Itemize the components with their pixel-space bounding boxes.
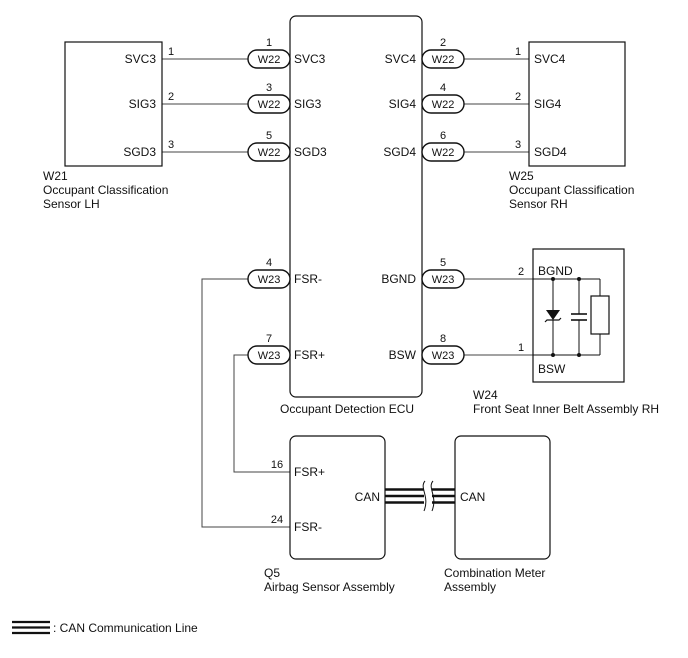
connector-pin: 1	[266, 37, 272, 49]
meter-name-line1: Combination Meter	[444, 566, 545, 580]
connector-pin: 2	[440, 37, 446, 49]
sensor-lh-name-line1: Occupant Classification	[43, 183, 168, 197]
airbag-sensor-assembly: FSR+ FSR- CAN 16 24 Q5 Airbag Sensor Ass…	[264, 435, 395, 594]
connector-pin: 6	[440, 130, 446, 142]
legend: : CAN Communication Line	[12, 620, 198, 635]
can-line	[385, 480, 455, 512]
sensor-lh-terminal-sig3: SIG3	[129, 97, 157, 111]
belt-pin-bgnd: 2	[518, 266, 524, 278]
connector-sig3: W22 3	[247, 82, 291, 114]
ecu-terminal-svc4: SVC4	[385, 52, 417, 66]
occupant-classification-sensor-lh: SVC3 SIG3 SGD3 1 2 3 W21 Occupant Classi…	[43, 41, 174, 211]
connector-sgd4: W22 6	[421, 130, 465, 162]
connector-pin: 5	[266, 130, 272, 142]
can-break-mark-right	[430, 480, 435, 512]
connector-pin: 4	[440, 82, 446, 94]
connector-id: W22	[258, 147, 281, 159]
connector-svc3: W22 1	[247, 37, 291, 69]
zener-diode-icon	[546, 310, 560, 320]
ecu-terminal-sgd3: SGD3	[294, 145, 327, 159]
belt-terminal-bsw: BSW	[538, 362, 566, 376]
legend-text: : CAN Communication Line	[53, 621, 198, 635]
ecu-terminal-fsr-plus: FSR+	[294, 348, 325, 362]
connector-pin: 8	[440, 333, 446, 345]
ecu-terminal-sgd4: SGD4	[383, 145, 416, 159]
ecu-name: Occupant Detection ECU	[280, 402, 414, 416]
sensor-rh-terminal-svc4: SVC4	[534, 52, 566, 66]
sensor-rh-code: W25	[509, 169, 534, 183]
connector-id: W22	[432, 54, 455, 66]
meter-name-line2: Assembly	[444, 580, 496, 594]
resistor-icon	[590, 295, 610, 335]
wires	[162, 58, 533, 528]
combination-meter-assembly: CAN Combination Meter Assembly	[444, 435, 551, 594]
sensor-rh-pin-svc4: 1	[515, 46, 521, 58]
sensor-rh-pin-sgd4: 3	[515, 139, 521, 151]
connector-pin: 5	[440, 257, 446, 269]
meter-terminal-can: CAN	[460, 490, 485, 504]
connector-pin: 4	[266, 257, 272, 269]
front-seat-inner-belt-assembly-rh: BGND BSW 2 1 W24 Front Seat Inner Belt A…	[473, 248, 659, 416]
connector-fsr-plus: W23 7	[247, 333, 291, 365]
sensor-lh-pin-sig3: 2	[168, 91, 174, 103]
connector-fsr-minus: W23 4	[247, 257, 291, 289]
sensor-rh-pin-sig4: 2	[515, 91, 521, 103]
occupant-detection-ecu: SVC3 SIG3 SGD3 FSR- FSR+ SVC4 SIG4 SGD4 …	[280, 15, 423, 416]
sensor-rh-name-line2: Sensor RH	[509, 197, 568, 211]
wire-fsr-minus	[201, 278, 290, 528]
ecu-terminal-sig4: SIG4	[389, 97, 417, 111]
sensor-rh-name-line1: Occupant Classification	[509, 183, 634, 197]
sensor-rh-terminal-sgd4: SGD4	[534, 145, 567, 159]
connector-id: W22	[432, 147, 455, 159]
wire-fsr-plus	[233, 354, 290, 473]
connector-id: W23	[432, 274, 455, 286]
connector-pin: 3	[266, 82, 272, 94]
belt-internal-circuit	[533, 277, 610, 357]
airbag-code: Q5	[264, 566, 280, 580]
airbag-terminal-can: CAN	[355, 490, 380, 504]
connector-bsw: W23 8	[421, 333, 465, 365]
sensor-lh-terminal-svc3: SVC3	[125, 52, 157, 66]
airbag-pin-fsr-minus: 24	[271, 514, 283, 526]
belt-pin-bsw: 1	[518, 342, 524, 354]
connector-id: W23	[432, 350, 455, 362]
connector-id: W23	[258, 350, 281, 362]
ecu-terminal-sig3: SIG3	[294, 97, 322, 111]
connectors: W22 1 W22 3 W22 5 W23 4 W23 7 W22 2	[247, 37, 465, 365]
can-break-mark-left	[422, 480, 427, 512]
belt-code: W24	[473, 388, 498, 402]
airbag-name: Airbag Sensor Assembly	[264, 580, 395, 594]
connector-svc4: W22 2	[421, 37, 465, 69]
sensor-lh-pin-sgd3: 3	[168, 139, 174, 151]
connector-pin: 7	[266, 333, 272, 345]
can-line-legend-icon	[12, 620, 50, 635]
sensor-lh-pin-svc3: 1	[168, 46, 174, 58]
connector-bgnd: W23 5	[421, 257, 465, 289]
connector-id: W23	[258, 274, 281, 286]
connector-sgd3: W22 5	[247, 130, 291, 162]
airbag-pin-fsr-plus: 16	[271, 459, 283, 471]
belt-terminal-bgnd: BGND	[538, 264, 573, 278]
belt-name: Front Seat Inner Belt Assembly RH	[473, 402, 659, 416]
airbag-terminal-fsr-plus: FSR+	[294, 465, 325, 479]
sensor-lh-code: W21	[43, 169, 68, 183]
ecu-terminal-svc3: SVC3	[294, 52, 326, 66]
connector-id: W22	[432, 99, 455, 111]
sensor-lh-terminal-sgd3: SGD3	[123, 145, 156, 159]
connector-id: W22	[258, 54, 281, 66]
connector-id: W22	[258, 99, 281, 111]
occupant-classification-sensor-rh: SVC4 SIG4 SGD4 1 2 3 W25 Occupant Classi…	[509, 41, 634, 211]
airbag-terminal-fsr-minus: FSR-	[294, 520, 322, 534]
connector-sig4: W22 4	[421, 82, 465, 114]
sensor-rh-terminal-sig4: SIG4	[534, 97, 562, 111]
ecu-terminal-fsr-minus: FSR-	[294, 272, 322, 286]
ecu-terminal-bsw: BSW	[389, 348, 417, 362]
ecu-terminal-bgnd: BGND	[381, 272, 416, 286]
sensor-lh-name-line2: Sensor LH	[43, 197, 100, 211]
